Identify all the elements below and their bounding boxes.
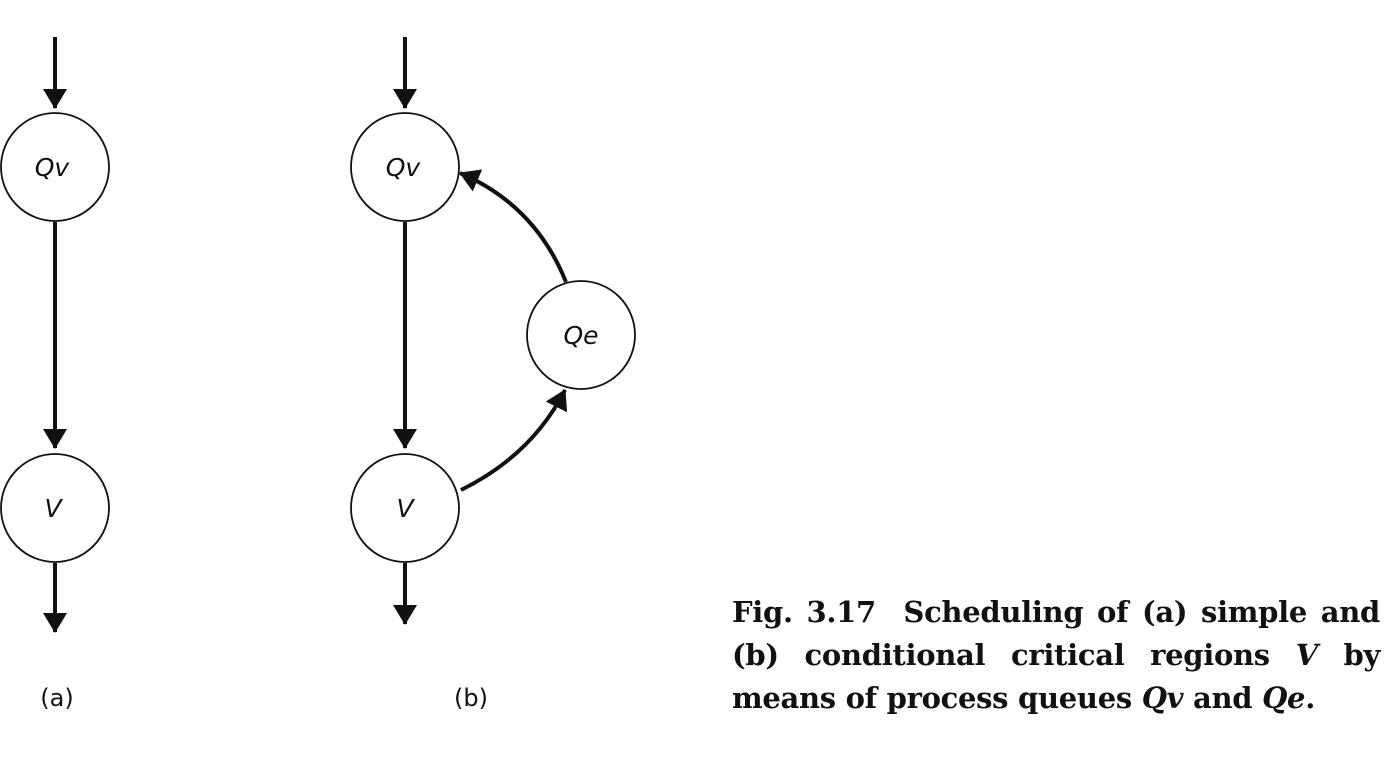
node-b-v-circle [350, 453, 460, 563]
caption-text-1: Scheduling of (a) simple and (b) conditi… [732, 595, 1381, 672]
node-b-qe-circle [526, 280, 636, 390]
diagram-a: Qv V (a) [0, 37, 110, 712]
caption-text-3: and [1193, 681, 1253, 715]
node-b-qv-circle [350, 112, 460, 222]
node-b-qv-label: Qv [386, 153, 422, 182]
node-b-v-label: V [396, 494, 415, 523]
node-a-v-label: V [44, 494, 63, 523]
caption-text-2: by means of process queues [732, 638, 1381, 715]
node-a-qv-label: Qv [35, 153, 71, 182]
diagram-b: Qv V Qe (b) [350, 37, 636, 712]
figure-caption: Fig. 3.17 Scheduling of (a) simple and (… [732, 591, 1380, 720]
caption-figure-number: Fig. 3.17 [732, 595, 876, 629]
edge-b-qe-to-qv [459, 169, 568, 283]
caption-region-var: V [1295, 638, 1319, 672]
node-b-qe-label: Qe [563, 321, 598, 350]
panel-b-label: (b) [454, 684, 488, 712]
panel-a-label: (a) [40, 684, 73, 712]
caption-queue-qe: Qe [1262, 681, 1306, 715]
caption-queue-qv: Qv [1141, 681, 1184, 715]
edge-b-v-to-qe [460, 389, 568, 492]
caption-end: . [1305, 681, 1315, 715]
node-a-v-circle [0, 453, 110, 563]
node-a-qv-circle [0, 112, 110, 222]
